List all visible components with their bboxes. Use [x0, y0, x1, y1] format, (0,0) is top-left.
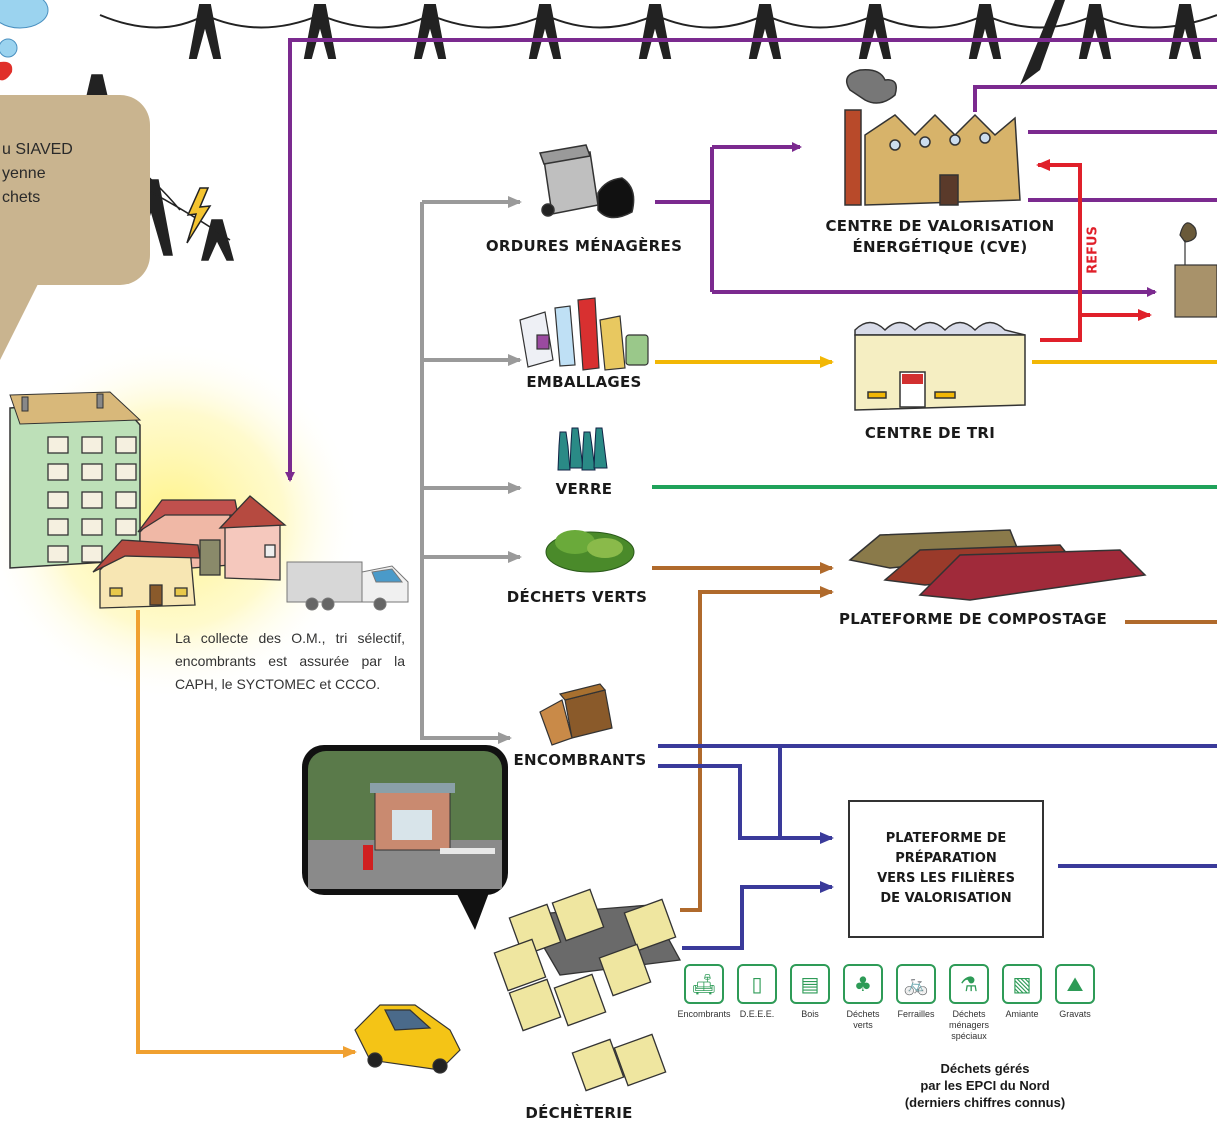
building-windows — [47, 436, 137, 563]
waste-type-label: Encombrants — [677, 1009, 731, 1019]
roof-sheet-icon: ▧ — [1002, 964, 1042, 1004]
globe-icon — [0, 0, 49, 81]
label-verre: VERRE — [555, 480, 613, 498]
info-bubble — [0, 95, 150, 285]
rubble-icon: ⛰ — [1055, 964, 1095, 1004]
info-bubble-tail — [0, 270, 45, 380]
collecte-description: La collecte des O.M., tri sélectif, enco… — [175, 630, 405, 692]
label-cve: CENTRE DE VALORISATION ÉNERGÉTIQUE (CVE) — [825, 217, 1055, 256]
label-decheterie: DÉCHÈTERIE — [525, 1104, 633, 1122]
collection-branches — [420, 196, 522, 744]
decheterie-photo — [302, 745, 508, 930]
packaging-bottles-icon — [519, 297, 649, 371]
waste-type-label: Ferrailles — [897, 1009, 935, 1019]
preparation-platform-box: PLATEFORME DE PRÉPARATION VERS LES FILIÈ… — [848, 800, 1044, 938]
green-waste-pile-icon — [545, 530, 635, 573]
waste-type-label: Déchets ménagers spéciaux — [948, 1009, 990, 1041]
pallet-icon: ▤ — [790, 964, 830, 1004]
label-compostage: PLATEFORME DE COMPOSTAGE — [838, 610, 1108, 628]
sorting-center-icon — [854, 321, 1026, 411]
footer-note: Déchets gérés par les EPCI du Nord (dern… — [904, 1061, 1066, 1110]
garbage-truck-icon — [286, 561, 409, 611]
encombrants-line — [658, 744, 1217, 950]
waste-type-label: Bois — [801, 1009, 819, 1019]
lightning-bolt-icon — [186, 187, 212, 244]
houses-icon — [92, 495, 287, 609]
sofa-icon: 🛋 — [684, 964, 724, 1004]
waste-type-label: Amiante — [1005, 1009, 1039, 1019]
label-preparation-platform: PLATEFORME DE PRÉPARATION VERS LES FILIÈ… — [877, 831, 1015, 906]
label-centre-de-tri: CENTRE DE TRI — [864, 424, 996, 442]
label-encombrants: ENCOMBRANTS — [513, 751, 647, 769]
bubble-line: chets — [2, 189, 41, 206]
lightning-bolt-icon — [1020, 0, 1065, 85]
car-icon — [354, 1004, 461, 1074]
label-ordures-menageres: ORDURES MÉNAGÈRES — [485, 237, 683, 255]
spray-can-icon: ⚗ — [949, 964, 989, 1004]
car-line — [136, 610, 357, 1058]
garbage-bin-icon — [538, 144, 635, 219]
cve-factory-icon — [844, 68, 1021, 206]
energy-return-line — [285, 38, 1217, 482]
refus-line — [1036, 159, 1152, 342]
waste-type-label: Déchets verts — [846, 1009, 880, 1030]
label-emballages: EMBALLAGES — [526, 373, 642, 391]
waste-type-label: D.E.E.E. — [739, 1009, 775, 1019]
power-line — [99, 0, 1217, 85]
apartment-building-icon — [9, 391, 142, 569]
bubble-line: u SIAVED — [2, 141, 73, 158]
landfill-icon — [1174, 222, 1217, 318]
waste-type-label: Gravats — [1059, 1009, 1091, 1019]
furniture-icon — [539, 683, 613, 746]
info-bubble-text: u SIAVED yenne chets — [2, 138, 122, 210]
recycling-containers-icon — [493, 888, 682, 1092]
tree-icon: ♣ — [843, 964, 883, 1004]
bubble-line: yenne — [2, 165, 46, 182]
label-refus: REFUS — [1085, 226, 1101, 274]
green-waste-line — [652, 562, 1217, 912]
fridge-icon: ▯ — [737, 964, 777, 1004]
label-dechets-verts: DÉCHETS VERTS — [506, 588, 648, 606]
compost-windrows-icon — [848, 529, 1147, 601]
bicycle-icon: 🚲 — [896, 964, 936, 1004]
glass-bottles-icon — [557, 427, 608, 471]
